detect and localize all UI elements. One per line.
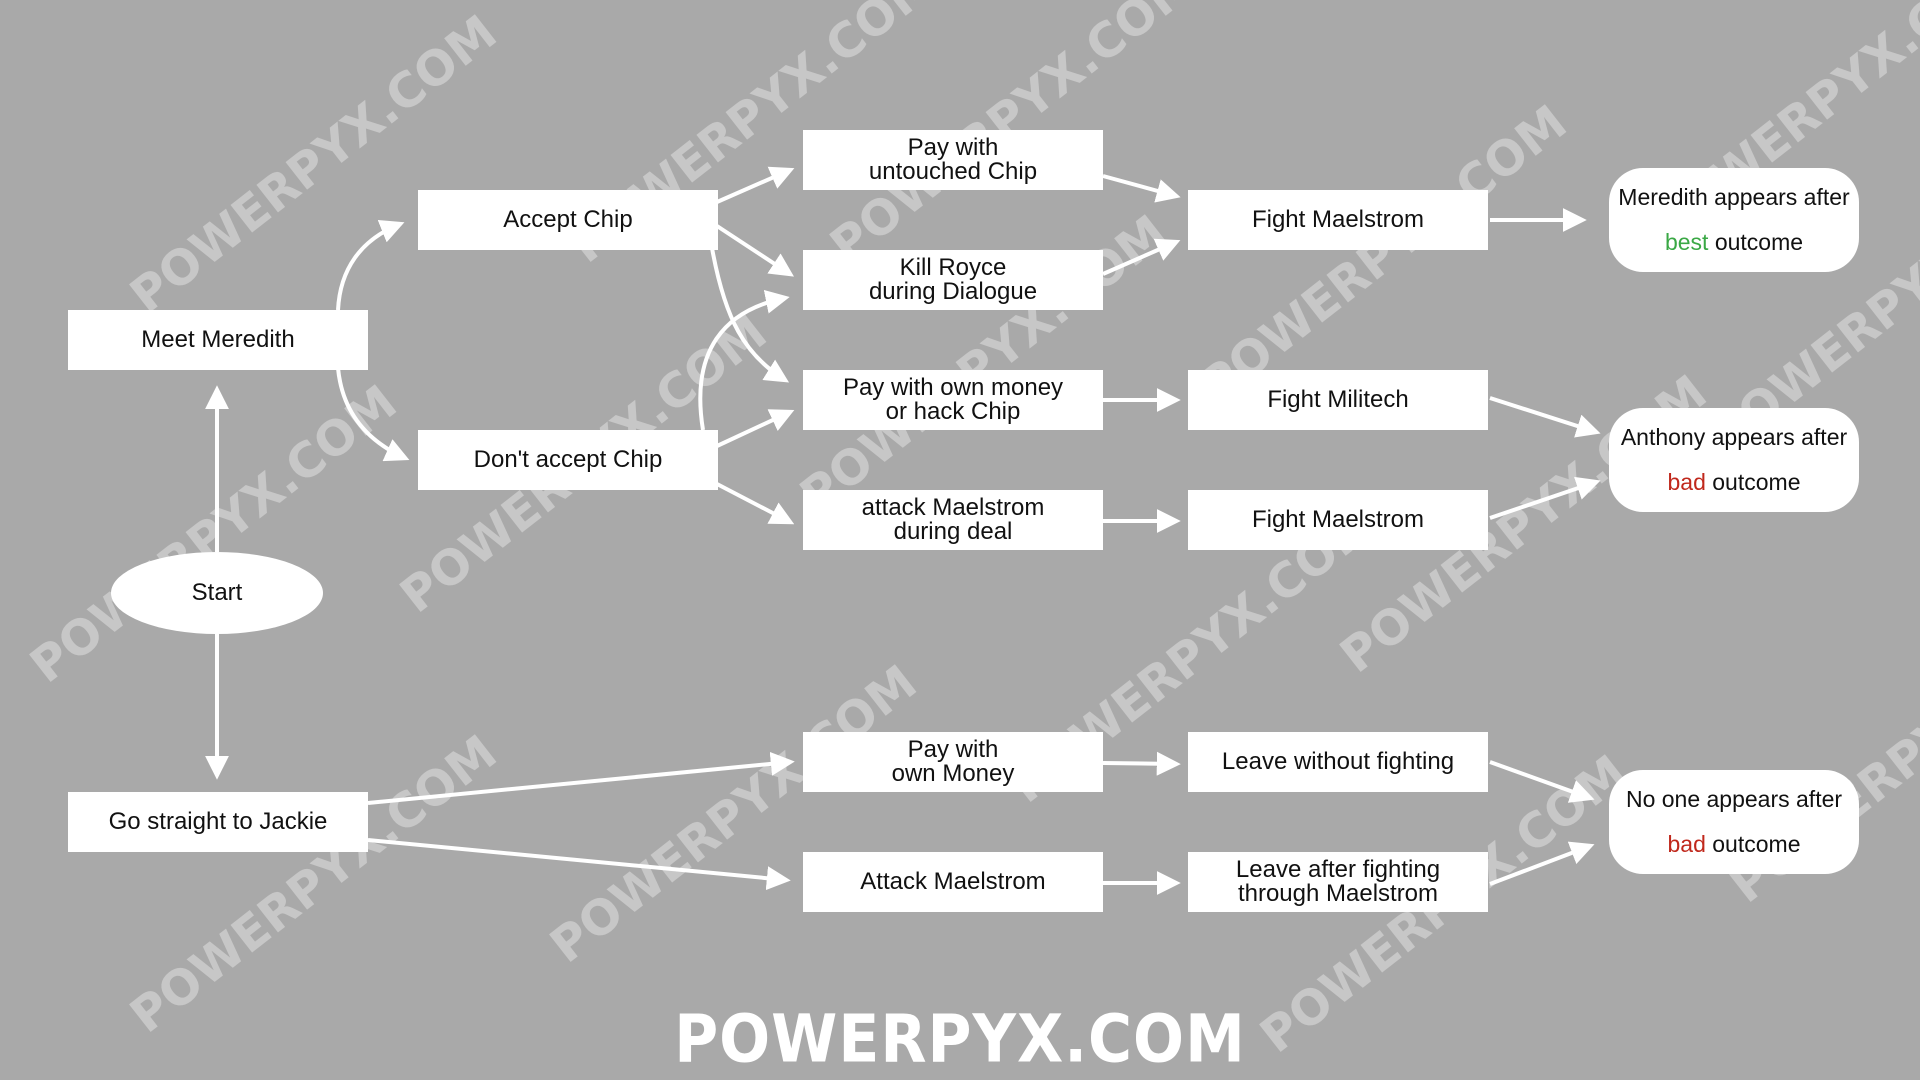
arrow-kill-royce-to-fight: [1102, 238, 1181, 276]
fight-militech-label: Fight Militech: [1267, 386, 1409, 413]
meet-meredith-label: Meet Meredith: [141, 326, 295, 353]
attack-maelstrom-node: Attack Maelstrom: [803, 852, 1103, 912]
attack-maelstrom-deal-node: attack Maelstrom during deal: [803, 490, 1103, 550]
fight-maelstrom-2-node: Fight Maelstrom: [1188, 490, 1488, 550]
outcome-suffix: outcome: [1708, 229, 1804, 255]
anthony-outcome-line2: bad outcome: [1668, 460, 1801, 505]
pay-untouched-chip-label: Pay with untouched Chip: [868, 134, 1038, 185]
no-one-outcome-node: No one appears after bad outcome: [1609, 770, 1859, 874]
outcome-quality: bad: [1667, 831, 1706, 857]
outcome-quality: bad: [1667, 469, 1706, 495]
no-one-outcome-line1: No one appears after: [1625, 786, 1843, 812]
watermark-logo: POWERPYX.COM: [674, 1001, 1246, 1078]
pay-own-money-node: Pay with own Money: [803, 732, 1103, 792]
no-one-outcome-line2: bad outcome: [1668, 822, 1801, 867]
kill-royce-node: Kill Royce during Dialogue: [803, 250, 1103, 310]
pay-own-money-label: Pay with own Money: [891, 736, 1015, 787]
outcome-quality: best: [1664, 229, 1709, 255]
arrow-leave-after-to-no-one: [1489, 841, 1595, 886]
accept-chip-label: Accept Chip: [503, 206, 633, 233]
fight-maelstrom-label: Fight Maelstrom: [1251, 206, 1425, 233]
arrow-dont-accept-to-kill-royce: [698, 290, 790, 431]
arrow-dont-accept-to-pay-own-money: [716, 409, 795, 448]
arrow-leave-to-no-one: [1489, 760, 1595, 803]
meredith-outcome-node: Meredith appears after best outcome: [1609, 168, 1859, 272]
pay-own-money-or-hack-node: Pay with own money or hack Chip: [803, 370, 1103, 430]
outcome-suffix: outcome: [1705, 469, 1801, 495]
arrow-meet-to-dont-accept: [336, 367, 410, 462]
dont-accept-chip-node: Don't accept Chip: [418, 430, 718, 490]
start-label: Start: [191, 579, 243, 606]
kill-royce-label: Kill Royce during Dialogue: [868, 254, 1038, 305]
meredith-outcome-line2: best outcome: [1665, 220, 1803, 265]
meredith-outcome-line1: Meredith appears after: [1618, 184, 1850, 210]
arrow-pay-untouched-to-fight: [1102, 174, 1181, 203]
leave-without-fighting-node: Leave without fighting: [1188, 732, 1488, 792]
go-straight-to-jackie-label: Go straight to Jackie: [108, 808, 328, 835]
arrow-accept-to-kill-royce: [715, 224, 795, 277]
dont-accept-chip-label: Don't accept Chip: [473, 446, 663, 473]
fight-militech-node: Fight Militech: [1188, 370, 1488, 430]
leave-without-fighting-label: Leave without fighting: [1221, 748, 1455, 775]
anthony-outcome-line1: Anthony appears after: [1620, 424, 1848, 450]
go-straight-to-jackie-node: Go straight to Jackie: [68, 792, 368, 852]
pay-own-money-or-hack-label: Pay with own money or hack Chip: [842, 374, 1064, 425]
arrow-jackie-to-pay-own: [367, 751, 795, 805]
pay-untouched-chip-node: Pay with untouched Chip: [803, 130, 1103, 190]
arrow-dont-accept-to-attack-deal: [716, 482, 795, 525]
arrow-pay-own-to-leave: [1102, 751, 1181, 776]
leave-after-fighting-node: Leave after fighting through Maelstrom: [1188, 852, 1488, 912]
arrow-accept-to-pay-own-money: [710, 247, 790, 383]
fight-maelstrom-node: Fight Maelstrom: [1188, 190, 1488, 250]
anthony-outcome-node: Anthony appears after bad outcome: [1609, 408, 1859, 512]
arrow-meet-to-accept: [336, 219, 405, 311]
leave-after-fighting-label: Leave after fighting through Maelstrom: [1235, 856, 1441, 907]
arrow-militech-to-anthony: [1489, 396, 1601, 438]
attack-maelstrom-label: Attack Maelstrom: [860, 868, 1046, 895]
attack-maelstrom-deal-label: attack Maelstrom during deal: [861, 494, 1045, 545]
meet-meredith-node: Meet Meredith: [68, 310, 368, 370]
fight-maelstrom-2-label: Fight Maelstrom: [1251, 506, 1425, 533]
arrow-accept-to-pay-untouched: [716, 166, 795, 204]
arrow-jackie-to-attack: [367, 838, 791, 891]
start-node: Start: [111, 552, 323, 634]
accept-chip-node: Accept Chip: [418, 190, 718, 250]
outcome-suffix: outcome: [1705, 831, 1801, 857]
arrow-fight-to-anthony: [1489, 476, 1601, 520]
